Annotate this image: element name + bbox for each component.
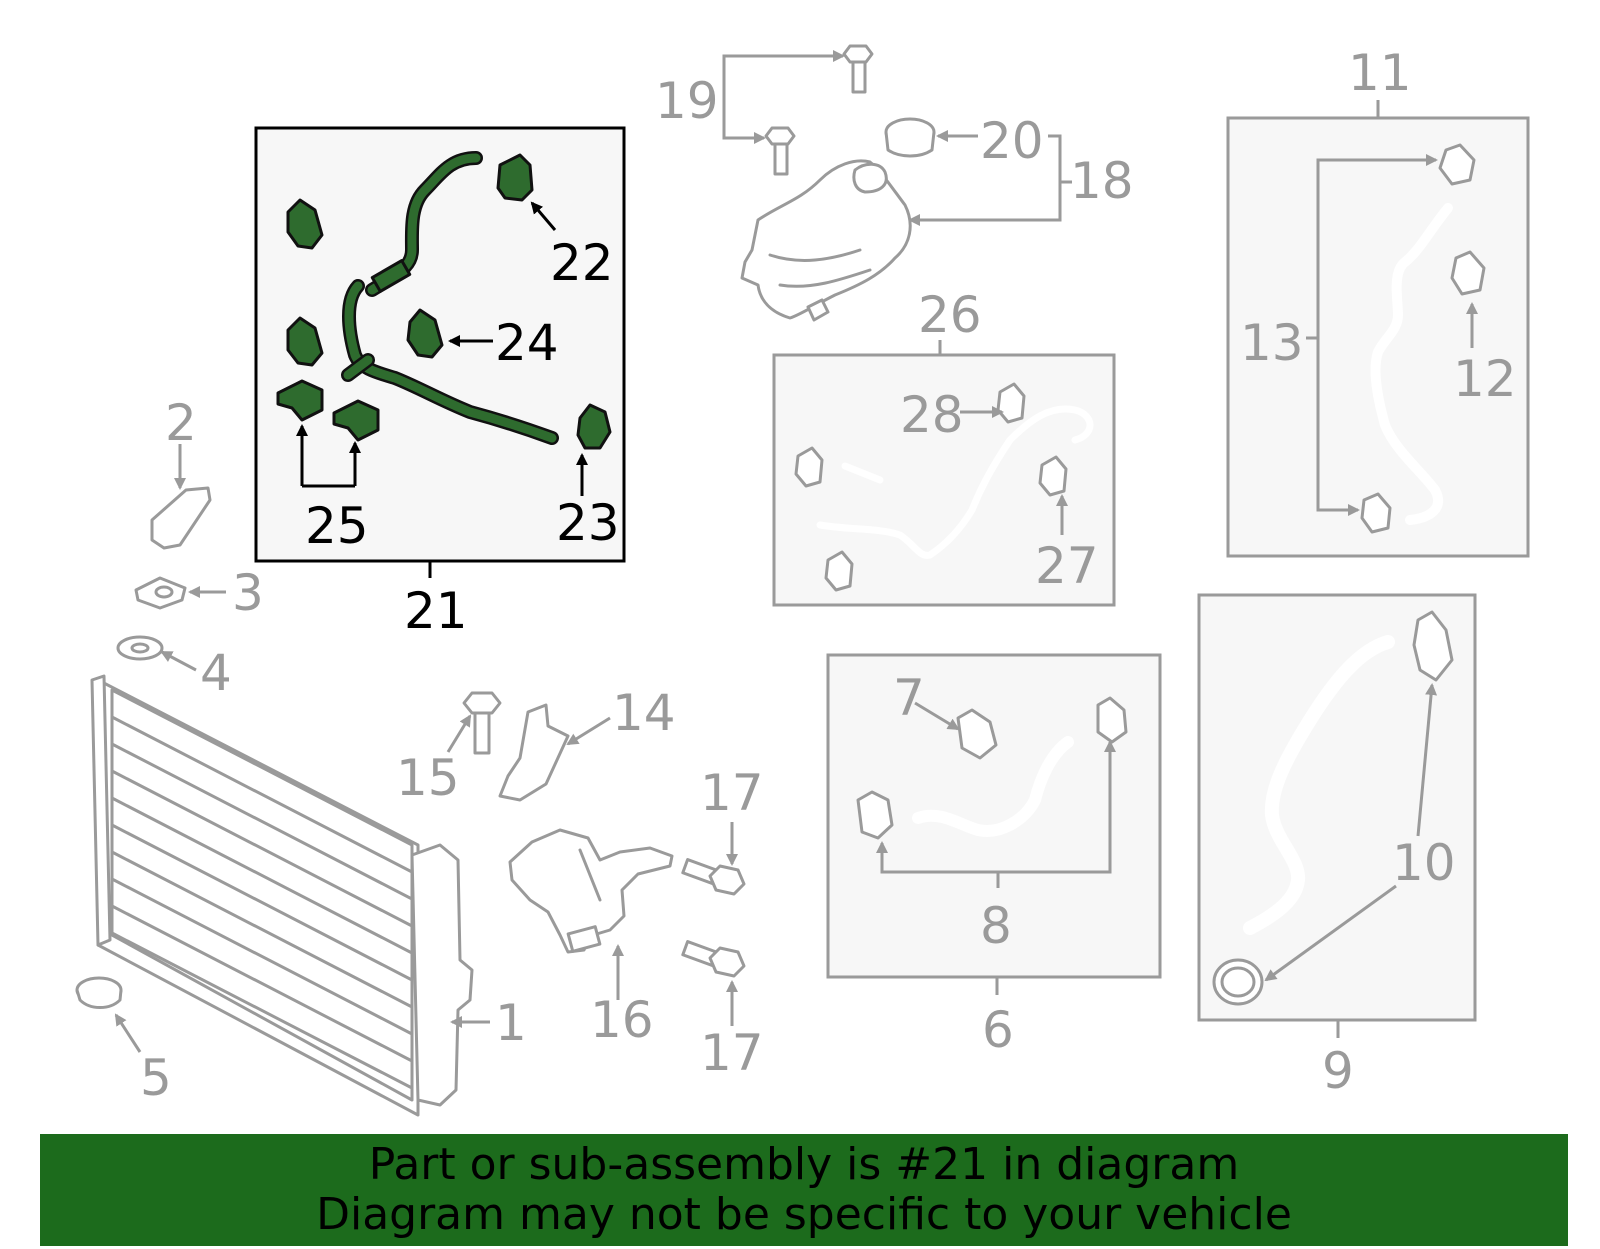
assembly-9-box[interactable] xyxy=(1197,593,1477,1038)
callout-15: 15 xyxy=(396,749,460,807)
coolant-reservoir[interactable] xyxy=(740,159,912,322)
callout-26: 26 xyxy=(918,286,982,344)
clip-upper-left[interactable] xyxy=(286,198,324,250)
callout-17-lower: 17 xyxy=(700,1024,764,1082)
radiator[interactable] xyxy=(90,674,474,1117)
callout-25: 25 xyxy=(305,497,369,555)
cap-5[interactable] xyxy=(75,976,123,1009)
mount-3[interactable] xyxy=(134,576,187,610)
assembly-11-box[interactable] xyxy=(1226,100,1530,558)
callout-24: 24 xyxy=(495,314,559,372)
coolant-hose-assembly[interactable] xyxy=(341,151,559,445)
clip-24[interactable] xyxy=(406,308,444,359)
reservoir-cap-20[interactable] xyxy=(884,117,936,158)
callout-3: 3 xyxy=(232,564,264,622)
thermostat-housing-16[interactable] xyxy=(508,828,674,954)
callout-19: 19 xyxy=(655,72,719,130)
clip-22[interactable] xyxy=(496,153,534,202)
callout-21: 21 xyxy=(404,582,468,640)
callout-8: 8 xyxy=(980,897,1012,955)
callout-16: 16 xyxy=(590,991,654,1049)
bolt-17-lower[interactable] xyxy=(681,940,746,978)
banner-line-2: Diagram may not be specific to your vehi… xyxy=(316,1189,1292,1240)
bolt-19-lower[interactable] xyxy=(764,126,796,176)
clip-23[interactable] xyxy=(576,403,612,450)
callout-2: 2 xyxy=(165,394,197,452)
callout-1: 1 xyxy=(495,994,527,1052)
callout-5: 5 xyxy=(140,1049,172,1107)
bracket-25-right[interactable] xyxy=(332,399,380,442)
bracket-14[interactable] xyxy=(498,703,570,802)
callout-13: 13 xyxy=(1240,314,1304,372)
bolt-15[interactable] xyxy=(462,691,502,755)
callout-10: 10 xyxy=(1392,834,1456,892)
callout-28: 28 xyxy=(900,386,964,444)
banner-line-1: Part or sub-assembly is #21 in diagram xyxy=(368,1139,1240,1190)
info-banner: Part or sub-assembly is #21 in diagram D… xyxy=(40,1134,1568,1246)
bracket-25-left[interactable] xyxy=(276,379,324,422)
callout-17-upper: 17 xyxy=(700,764,764,822)
callout-11: 11 xyxy=(1348,44,1412,102)
callout-9: 9 xyxy=(1322,1042,1354,1100)
callout-20: 20 xyxy=(980,112,1044,170)
assembly-26-box[interactable] xyxy=(772,340,1116,607)
callout-7: 7 xyxy=(893,669,925,727)
callout-23: 23 xyxy=(556,494,620,552)
callout-22: 22 xyxy=(550,234,614,292)
clip-middle-left[interactable] xyxy=(286,316,324,367)
callout-12: 12 xyxy=(1453,350,1517,408)
bolt-19-upper[interactable] xyxy=(842,44,874,94)
bolt-17-upper[interactable] xyxy=(681,858,746,896)
callout-4: 4 xyxy=(200,644,232,702)
callout-18: 18 xyxy=(1070,152,1134,210)
bracket-2[interactable] xyxy=(150,486,212,550)
callout-14: 14 xyxy=(612,684,676,742)
callout-27: 27 xyxy=(1035,537,1099,595)
assembly-6-box[interactable] xyxy=(826,653,1162,995)
washer-4[interactable] xyxy=(116,635,164,661)
callout-6: 6 xyxy=(982,1001,1014,1059)
